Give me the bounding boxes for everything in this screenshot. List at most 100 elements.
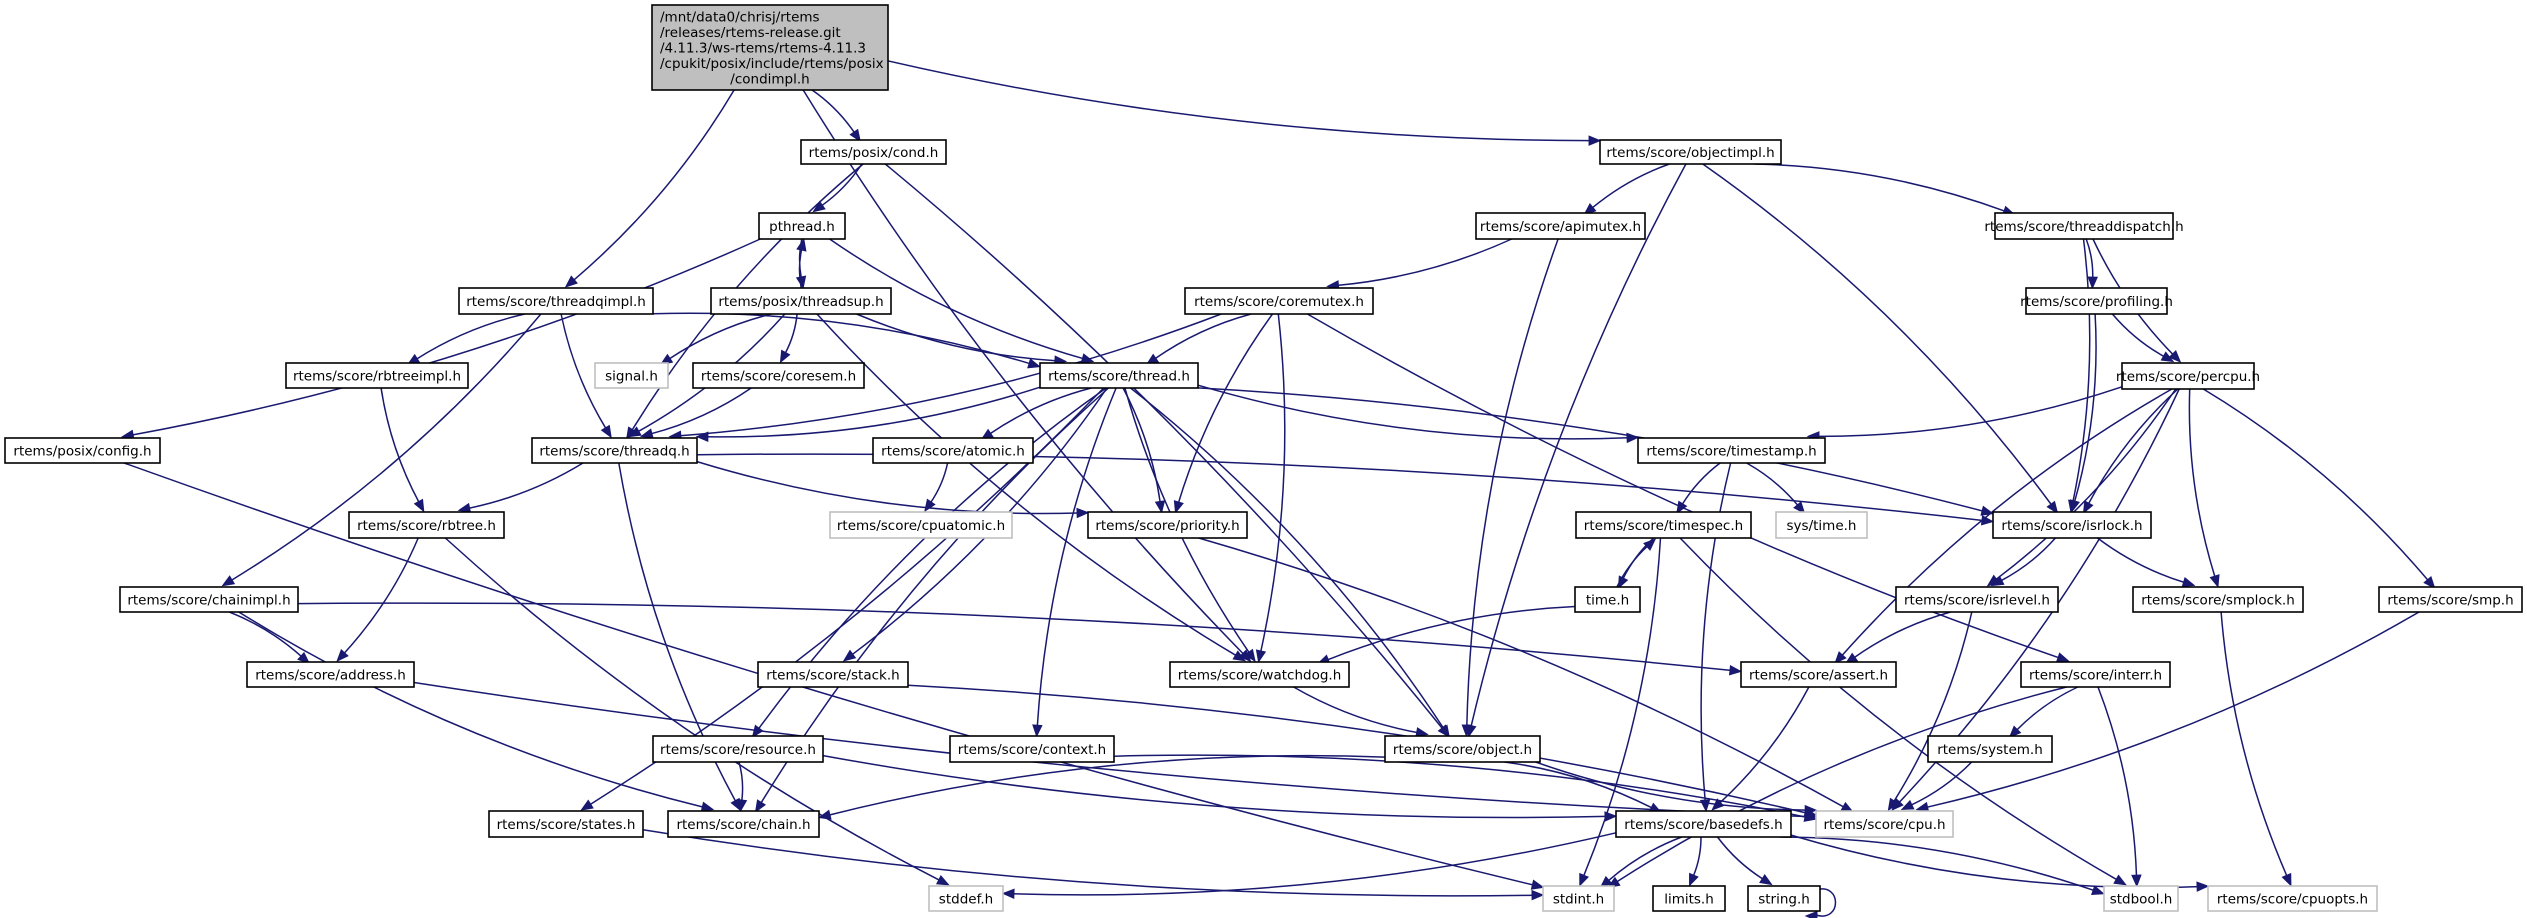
node-coremutex[interactable]: rtems/score/coremutex.h [1184, 287, 1374, 315]
node-stack[interactable]: rtems/score/stack.h [757, 661, 909, 688]
node-box[interactable] [594, 362, 669, 389]
node-box[interactable] [800, 139, 947, 165]
node-box[interactable] [758, 212, 846, 240]
node-box[interactable] [692, 362, 865, 389]
node-box[interactable] [1599, 139, 1782, 165]
node-box[interactable] [458, 287, 654, 315]
node-box[interactable] [1575, 511, 1752, 539]
node-timestamp[interactable]: rtems/score/timestamp.h [1637, 437, 1826, 464]
node-box[interactable] [1475, 212, 1646, 240]
edge-basedefs-to-limits [1689, 836, 1702, 887]
root-node-condimpl[interactable]: /mnt/data0/chrisj/rtems/releases/rtems-r… [651, 4, 889, 91]
node-box[interactable] [667, 810, 820, 838]
node-box[interactable] [1542, 885, 1615, 912]
node-box[interactable] [928, 885, 1004, 912]
node-box[interactable] [1747, 885, 1821, 912]
node-profiling[interactable]: rtems/score/profiling.h [2020, 287, 2173, 315]
node-box[interactable] [1637, 437, 1826, 464]
node-pthread[interactable]: pthread.h [758, 212, 846, 240]
node-box[interactable] [2378, 586, 2523, 613]
node-context[interactable]: rtems/score/context.h [949, 735, 1115, 763]
edge-line [2072, 238, 2091, 503]
node-box[interactable] [1895, 586, 2059, 613]
node-box[interactable] [1775, 511, 1868, 539]
node-box[interactable] [1184, 287, 1374, 315]
node-address[interactable]: rtems/score/address.h [246, 661, 415, 688]
node-time[interactable]: time.h [1574, 586, 1641, 613]
node-box[interactable] [710, 287, 892, 315]
node-box[interactable] [2121, 362, 2255, 390]
node-chainimpl[interactable]: rtems/score/chainimpl.h [119, 586, 299, 613]
node-threaddispatch[interactable]: rtems/score/threaddispatch.h [1984, 212, 2184, 240]
node-box[interactable] [1815, 810, 1954, 838]
node-box[interactable] [285, 362, 469, 389]
node-timespec[interactable]: rtems/score/timespec.h [1575, 511, 1752, 539]
node-box[interactable] [2020, 661, 2171, 688]
node-box[interactable] [488, 810, 644, 838]
node-isrlevel[interactable]: rtems/score/isrlevel.h [1895, 586, 2059, 613]
node-cpuatomic[interactable]: rtems/score/cpuatomic.h [829, 511, 1013, 539]
node-rbtreeimpl[interactable]: rtems/score/rbtreeimpl.h [285, 362, 469, 389]
node-box[interactable] [2132, 586, 2304, 613]
node-box[interactable] [1574, 586, 1641, 613]
node-box[interactable] [652, 735, 824, 763]
node-cpuopts[interactable]: rtems/score/cpuopts.h [2207, 885, 2378, 912]
node-box[interactable] [1039, 362, 1199, 389]
node-box[interactable] [829, 511, 1013, 539]
node-states[interactable]: rtems/score/states.h [488, 810, 644, 838]
node-isrlock[interactable]: rtems/score/isrlock.h [1992, 511, 2152, 539]
node-apimutex[interactable]: rtems/score/apimutex.h [1475, 212, 1646, 240]
node-limits[interactable]: limits.h [1652, 885, 1726, 912]
node-box[interactable] [872, 437, 1034, 464]
node-resource[interactable]: rtems/score/resource.h [652, 735, 824, 763]
node-systime[interactable]: sys/time.h [1775, 511, 1868, 539]
node-box[interactable] [531, 437, 698, 464]
node-box[interactable] [651, 4, 889, 91]
node-stddef[interactable]: stddef.h [928, 885, 1004, 912]
node-box[interactable] [2103, 885, 2179, 912]
node-box[interactable] [1087, 511, 1248, 539]
node-coresem[interactable]: rtems/score/coresem.h [692, 362, 865, 389]
node-rbtree[interactable]: rtems/score/rbtree.h [348, 511, 505, 539]
node-box[interactable] [4, 437, 161, 464]
node-box[interactable] [757, 661, 909, 688]
node-interr[interactable]: rtems/score/interr.h [2020, 661, 2171, 688]
node-stdbool[interactable]: stdbool.h [2103, 885, 2179, 912]
node-box[interactable] [1652, 885, 1726, 912]
node-box[interactable] [348, 511, 505, 539]
node-string[interactable]: string.h [1747, 885, 1821, 912]
node-threadqimpl[interactable]: rtems/score/threadqimpl.h [458, 287, 654, 315]
node-smp[interactable]: rtems/score/smp.h [2378, 586, 2523, 613]
node-cpu[interactable]: rtems/score/cpu.h [1815, 810, 1954, 838]
node-smplock[interactable]: rtems/score/smplock.h [2132, 586, 2304, 613]
node-box[interactable] [119, 586, 299, 613]
node-box[interactable] [246, 661, 415, 688]
node-box[interactable] [1615, 810, 1792, 838]
node-cond[interactable]: rtems/posix/cond.h [800, 139, 947, 165]
node-signal[interactable]: signal.h [594, 362, 669, 389]
node-assert[interactable]: rtems/score/assert.h [1740, 661, 1897, 688]
node-threadsup[interactable]: rtems/posix/threadsup.h [710, 287, 892, 315]
node-box[interactable] [1384, 735, 1541, 763]
node-box[interactable] [1927, 735, 2053, 763]
node-box[interactable] [1169, 661, 1350, 688]
node-priority[interactable]: rtems/score/priority.h [1087, 511, 1248, 539]
node-watchdog[interactable]: rtems/score/watchdog.h [1169, 661, 1350, 688]
node-object[interactable]: rtems/score/object.h [1384, 735, 1541, 763]
node-objectimpl[interactable]: rtems/score/objectimpl.h [1599, 139, 1782, 165]
node-box[interactable] [1994, 212, 2174, 240]
node-percpu[interactable]: rtems/score/percpu.h [2116, 362, 2260, 390]
node-box[interactable] [949, 735, 1115, 763]
node-box[interactable] [2207, 885, 2378, 912]
node-threadq[interactable]: rtems/score/threadq.h [531, 437, 698, 464]
node-box[interactable] [1740, 661, 1897, 688]
node-config[interactable]: rtems/posix/config.h [4, 437, 161, 464]
node-system[interactable]: rtems/system.h [1927, 735, 2053, 763]
node-stdint[interactable]: stdint.h [1542, 885, 1615, 912]
node-atomic[interactable]: rtems/score/atomic.h [872, 437, 1034, 464]
node-basedefs[interactable]: rtems/score/basedefs.h [1615, 810, 1792, 838]
node-chain[interactable]: rtems/score/chain.h [667, 810, 820, 838]
node-box[interactable] [2025, 287, 2168, 315]
node-thread[interactable]: rtems/score/thread.h [1039, 362, 1199, 389]
node-box[interactable] [1992, 511, 2152, 539]
